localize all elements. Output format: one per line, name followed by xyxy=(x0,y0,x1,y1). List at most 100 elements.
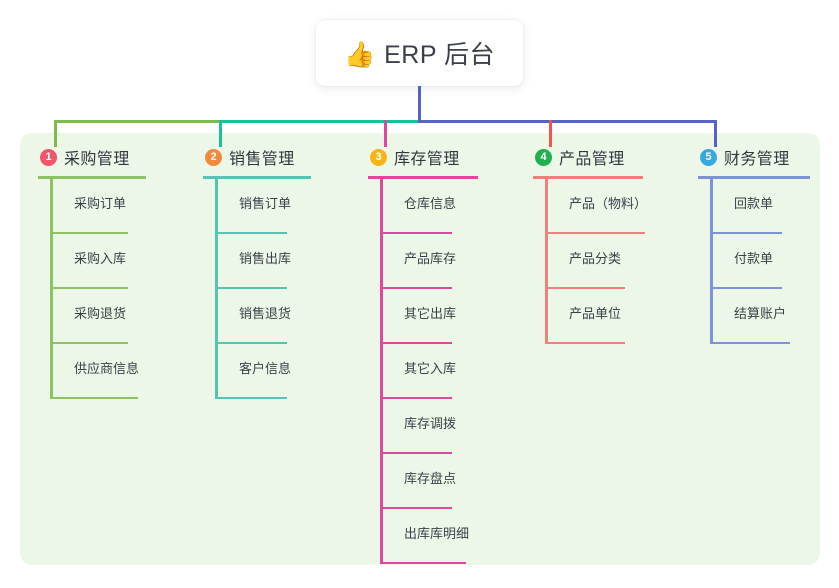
root-stem xyxy=(418,86,421,123)
branch-column-产品管理: 4 产品管理产品（物料） 产品分类产品单位 xyxy=(533,145,647,344)
branch-title: 库存管理 xyxy=(394,151,460,168)
branch-header-库存管理[interactable]: 3 库存管理 xyxy=(368,145,478,179)
branch-item-rule xyxy=(215,232,287,234)
branch-item[interactable]: 库存盘点 xyxy=(380,454,476,509)
branch-spine xyxy=(50,179,53,399)
branch-item[interactable]: 库存调拨 xyxy=(380,399,476,454)
branch-title: 财务管理 xyxy=(724,151,790,168)
branch-header-rule xyxy=(533,176,643,179)
branch-item-label: 出库库明细 xyxy=(404,526,470,541)
branch-item[interactable]: 其它出库 xyxy=(380,289,476,344)
branch-item-label: 采购入库 xyxy=(74,251,127,266)
branch-header-财务管理[interactable]: 5 财务管理 xyxy=(698,145,810,179)
branch-item-rule xyxy=(50,397,138,399)
branch-item-rule xyxy=(380,452,452,454)
branch-title: 采购管理 xyxy=(64,151,130,168)
branch-item-rule xyxy=(380,562,466,564)
branch-number-badge: 2 xyxy=(205,148,222,166)
branch-column-采购管理: 1 采购管理采购订单采购入库采购退货供应商信息 xyxy=(38,145,146,399)
branch-header-rule xyxy=(38,176,146,179)
branch-item-label: 仓库信息 xyxy=(404,196,457,211)
branch-column-财务管理: 5 财务管理回款单付款单结算账户 xyxy=(698,145,810,344)
branch-item-rule xyxy=(380,342,452,344)
branch-item[interactable]: 其它入库 xyxy=(380,344,476,399)
branch-item-rule xyxy=(215,287,287,289)
branch-title: 销售管理 xyxy=(229,151,295,168)
branch-drop-3 xyxy=(384,120,387,147)
branch-item[interactable]: 产品分类 xyxy=(545,234,649,289)
branch-item-label: 客户信息 xyxy=(239,361,292,376)
branch-item-label: 产品库存 xyxy=(404,251,457,266)
branch-item[interactable]: 销售退货 xyxy=(215,289,311,344)
branch-item[interactable]: 出库库明细 xyxy=(380,509,490,564)
branch-header-采购管理[interactable]: 1 采购管理 xyxy=(38,145,146,179)
branch-item-rule xyxy=(50,232,128,234)
branch-item-rule xyxy=(380,287,452,289)
branch-number-badge: 3 xyxy=(370,148,387,166)
bus-segment-1 xyxy=(54,120,222,123)
branch-header-rule xyxy=(203,176,311,179)
branch-spine xyxy=(545,179,548,344)
branch-item-label: 库存调拨 xyxy=(404,416,457,431)
branch-item[interactable]: 产品库存 xyxy=(380,234,476,289)
branch-item-label: 其它入库 xyxy=(404,361,457,376)
branch-header-rule xyxy=(698,176,810,179)
root-node[interactable]: 👍 ERP 后台 xyxy=(316,20,523,86)
branch-item-rule xyxy=(710,232,782,234)
branch-header-销售管理[interactable]: 2 销售管理 xyxy=(203,145,311,179)
branch-item-label: 采购退货 xyxy=(74,306,127,321)
branch-item[interactable]: 仓库信息 xyxy=(380,179,476,234)
branch-item[interactable]: 采购入库 xyxy=(50,234,152,289)
branch-spine xyxy=(710,179,713,344)
branches-panel xyxy=(20,133,820,565)
branch-drop-2 xyxy=(219,120,222,147)
branch-title: 产品管理 xyxy=(559,151,625,168)
branch-item-label: 付款单 xyxy=(734,251,774,266)
branch-item-label: 产品（物料） xyxy=(569,196,648,211)
branch-header-rule xyxy=(368,176,478,179)
branch-item[interactable]: 销售订单 xyxy=(215,179,311,234)
bus-segment-2 xyxy=(219,120,421,123)
branch-number-badge: 4 xyxy=(535,148,552,166)
branch-item-label: 产品分类 xyxy=(569,251,622,266)
branch-item-rule xyxy=(380,507,452,509)
branch-item-label: 采购订单 xyxy=(74,196,127,211)
bus-segment-3 xyxy=(418,120,717,123)
branch-number-badge: 5 xyxy=(700,148,717,166)
branch-item-rule xyxy=(710,287,782,289)
branch-item[interactable]: 产品（物料） xyxy=(545,179,669,234)
branch-item-label: 销售退货 xyxy=(239,306,292,321)
branch-item-label: 库存盘点 xyxy=(404,471,457,486)
root-node-content: 👍 ERP 后台 xyxy=(344,35,495,71)
branch-item[interactable]: 结算账户 xyxy=(710,289,814,344)
branch-number-badge: 1 xyxy=(40,148,57,166)
branch-item[interactable]: 产品单位 xyxy=(545,289,649,344)
branch-item[interactable]: 采购退货 xyxy=(50,289,152,344)
branch-item-rule xyxy=(545,232,645,234)
branch-item-rule xyxy=(50,342,128,344)
branch-item-label: 销售出库 xyxy=(239,251,292,266)
branch-item[interactable]: 客户信息 xyxy=(215,344,311,399)
branch-item-label: 供应商信息 xyxy=(74,361,140,376)
branch-item-rule xyxy=(380,397,452,399)
branch-column-库存管理: 3 库存管理仓库信息产品库存其它出库其它入库库存调拨库存盘点出库库明细 xyxy=(368,145,478,564)
branch-item[interactable]: 销售出库 xyxy=(215,234,311,289)
thumbs-up-icon: 👍 xyxy=(343,39,376,69)
root-node-title: ERP 后台 xyxy=(384,41,496,69)
branch-item-rule xyxy=(545,287,625,289)
branch-drop-1 xyxy=(54,120,57,147)
branch-item-rule xyxy=(380,232,452,234)
branch-spine xyxy=(215,179,218,399)
branch-header-产品管理[interactable]: 4 产品管理 xyxy=(533,145,643,179)
branch-column-销售管理: 2 销售管理销售订单销售出库销售退货客户信息 xyxy=(203,145,311,399)
branch-item[interactable]: 付款单 xyxy=(710,234,806,289)
branch-drop-4 xyxy=(549,120,552,147)
branch-item-label: 回款单 xyxy=(734,196,774,211)
branch-item-label: 结算账户 xyxy=(734,306,787,321)
branch-item[interactable]: 供应商信息 xyxy=(50,344,162,399)
branch-item-rule xyxy=(215,397,287,399)
branch-item[interactable]: 回款单 xyxy=(710,179,806,234)
branch-item-label: 产品单位 xyxy=(569,306,622,321)
branch-item[interactable]: 采购订单 xyxy=(50,179,152,234)
